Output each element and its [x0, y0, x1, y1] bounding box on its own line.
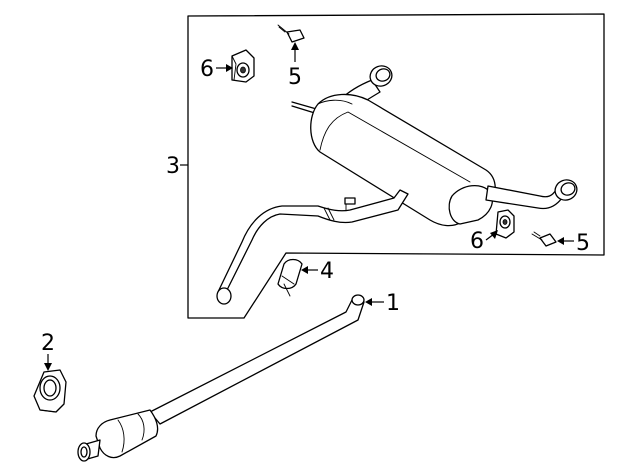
clip-part-5-upper — [277, 24, 305, 43]
callout-6b-label: 6 — [470, 229, 484, 254]
callout-3-label: 3 — [166, 154, 180, 179]
callout-5a-label: 5 — [288, 65, 302, 90]
gasket-part-2 — [33, 369, 67, 413]
insulator-part-6-upper — [231, 49, 255, 83]
callout-4-label: 4 — [320, 259, 334, 284]
muffler-assembly-box — [187, 13, 605, 319]
clamp-part-4 — [277, 258, 303, 297]
front-exhaust-pipe-part-1 — [77, 294, 365, 462]
rear-muffler — [216, 65, 578, 305]
callout-1-label: 1 — [386, 291, 400, 316]
callout-5b-label: 5 — [576, 231, 590, 256]
clip-part-5-lower — [531, 231, 557, 247]
callout-6a-label: 6 — [200, 57, 214, 82]
callout-2-label: 2 — [41, 331, 55, 356]
insulator-part-6-lower — [495, 209, 515, 239]
